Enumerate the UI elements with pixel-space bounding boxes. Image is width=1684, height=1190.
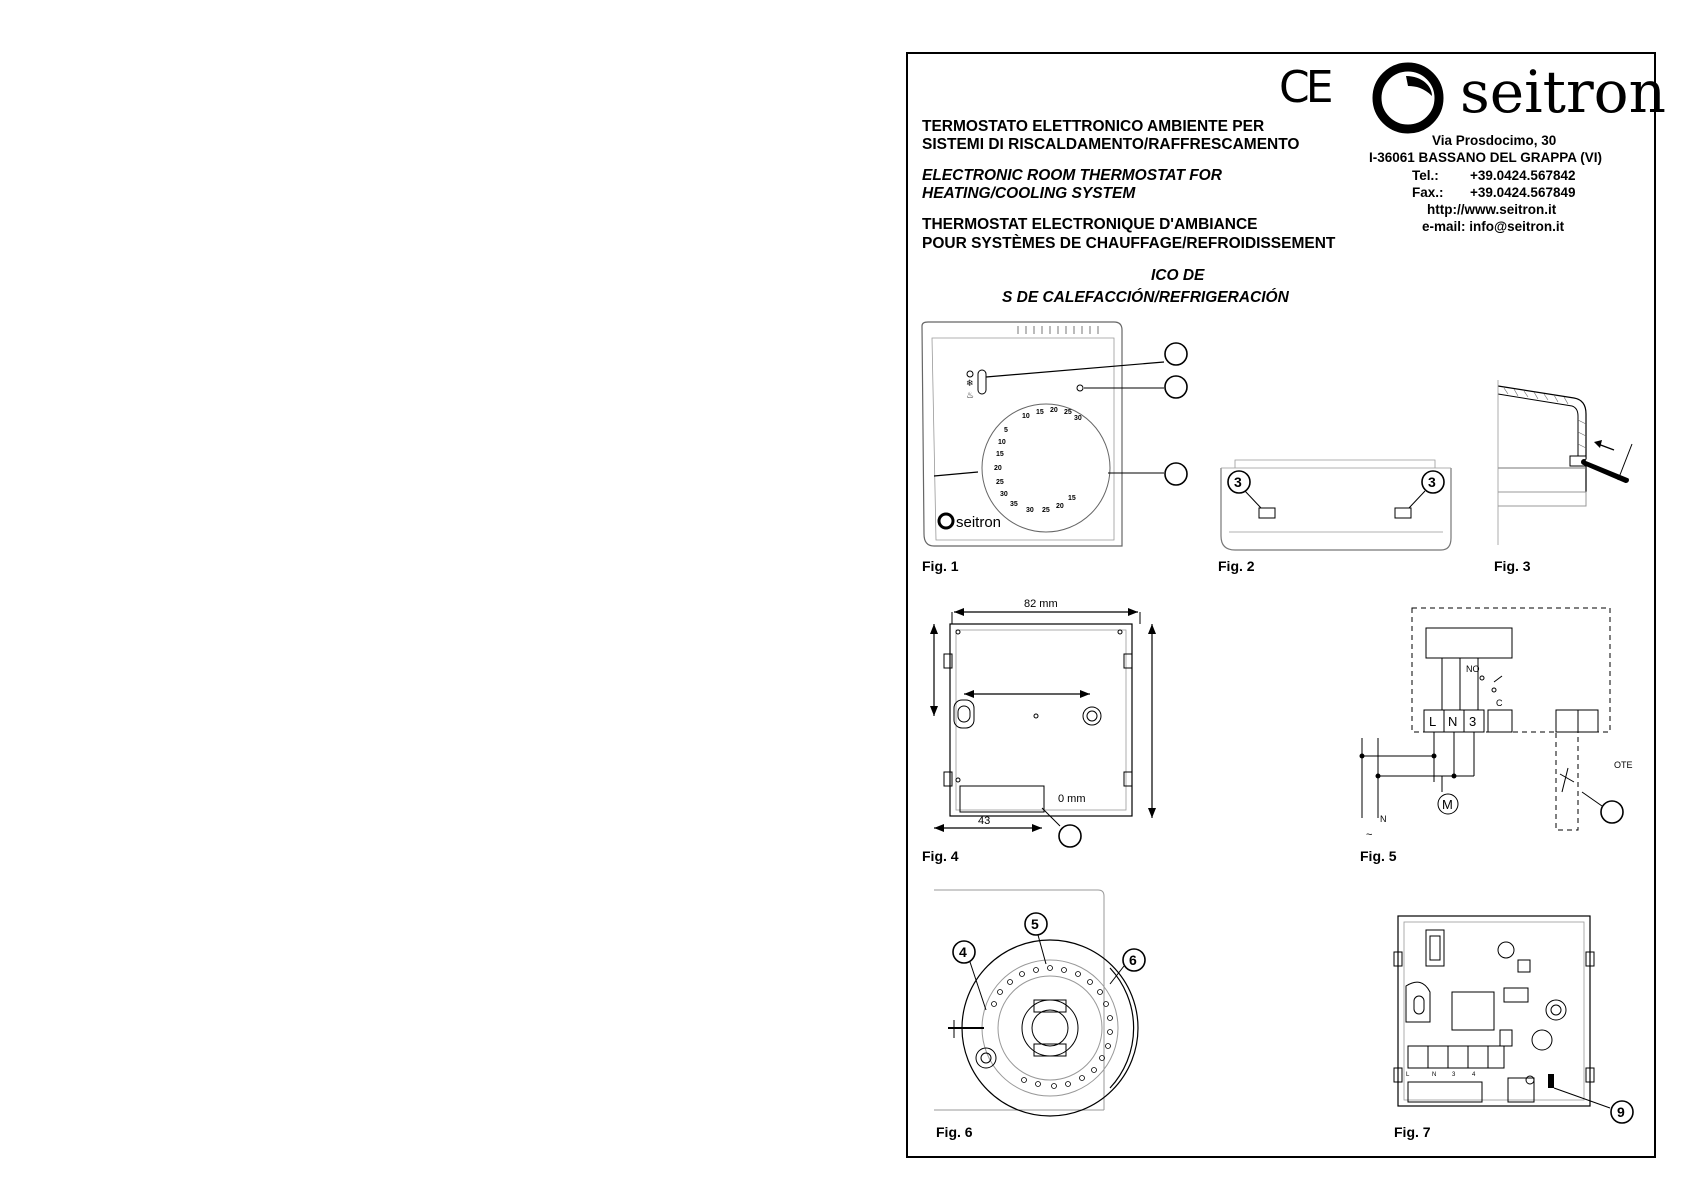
fig1-logo: seitron: [956, 514, 1001, 531]
svg-text:30: 30: [1026, 507, 1034, 514]
fig5-terminal-l: L: [1429, 714, 1436, 729]
fig3-caption: Fig. 3: [1494, 558, 1531, 574]
fig5-c-label: C: [1496, 698, 1503, 708]
fig7-label-n: N: [1432, 1072, 1436, 1078]
fax-number: +39.0424.567849: [1470, 185, 1576, 200]
fig7-label-4: 4: [1472, 1072, 1476, 1078]
title-it-2: SISTEMI DI RISCALDAMENTO/RAFFRESCAMENTO: [922, 136, 1300, 153]
title-en-2: HEATING/COOLING SYSTEM: [922, 185, 1136, 202]
svg-text:15: 15: [1068, 495, 1076, 502]
svg-text:25: 25: [1064, 409, 1072, 416]
svg-text:10: 10: [998, 439, 1006, 446]
email: e-mail: info@seitron.it: [1422, 219, 1565, 234]
svg-text:30: 30: [1074, 415, 1082, 422]
title-fr-1: THERMOSTAT ELECTRONIQUE D'AMBIANCE: [922, 216, 1258, 233]
svg-text:35: 35: [1010, 501, 1018, 508]
fig3-side-section: [1497, 380, 1633, 545]
fig2-caption: Fig. 2: [1218, 558, 1255, 574]
fig6-callout-6: 6: [1129, 952, 1137, 968]
fig5-n-label: N: [1380, 814, 1387, 824]
svg-text:20: 20: [1056, 503, 1064, 510]
fig7-pcb: L N 3 4 9: [1393, 915, 1634, 1124]
fig5-terminal-3: 3: [1469, 714, 1476, 729]
fig5-no-label: NO: [1466, 664, 1480, 674]
fig5-motor: M: [1442, 797, 1453, 812]
fig5-wiring-diagram: NO C L N 3 M N ~ OTE: [1359, 607, 1633, 841]
title-it-1: TERMOSTATO ELETTRONICO AMBIENTE PER: [922, 118, 1265, 135]
address-city: I-36061 BASSANO DEL GRAPPA (VI): [1369, 150, 1603, 165]
tel-label: Tel.:: [1412, 168, 1439, 183]
fig6-dial-detail: 4 5 6: [934, 889, 1146, 1117]
fig6-callout-4: 4: [959, 944, 967, 960]
title-en-1: ELECTRONIC ROOM THERMOSTAT FOR: [922, 167, 1222, 184]
website: http://www.seitron.it: [1427, 202, 1557, 217]
fig6-caption: Fig. 6: [936, 1124, 973, 1140]
svg-text:20: 20: [994, 465, 1002, 472]
svg-text:5: 5: [1004, 427, 1008, 434]
fig5-terminal-n: N: [1448, 714, 1457, 729]
tel-number: +39.0424.567842: [1470, 168, 1576, 183]
fig4-dim-top: 82 mm: [1024, 598, 1058, 610]
fig1-caption: Fig. 1: [922, 558, 959, 574]
fig2-callout-left: 3: [1234, 474, 1242, 490]
svg-text:25: 25: [996, 479, 1004, 486]
fig7-caption: Fig. 7: [1394, 1124, 1431, 1140]
fig2-callout-right: 3: [1428, 474, 1436, 490]
fig4-caption: Fig. 4: [922, 848, 959, 864]
fig5-ote-label: OTE: [1614, 760, 1633, 770]
fig4-dim-bottom: 43: [978, 815, 990, 827]
title-es-2: S DE CALEFACCIÓN/REFRIGERACIÓN: [1002, 289, 1289, 306]
ce-mark: CE: [1279, 62, 1333, 113]
fig6-callout-5: 5: [1031, 916, 1039, 932]
fig5-tilde: ~: [1366, 829, 1372, 841]
fig2-bottom-view: 3 3: [1220, 459, 1452, 551]
svg-text:15: 15: [996, 451, 1004, 458]
address-street: Via Prosdocimo, 30: [1432, 133, 1557, 148]
fig4-back-plate: 82 mm 0 mm 43: [930, 598, 1156, 848]
fig5-caption: Fig. 5: [1360, 848, 1397, 864]
svg-text:15: 15: [1036, 409, 1044, 416]
fig7-label-l: L: [1406, 1072, 1410, 1078]
fig4-dim-inner: 0 mm: [1058, 793, 1086, 805]
seitron-logo-icon: [1372, 62, 1444, 134]
title-es-1: ICO DE: [1151, 267, 1205, 284]
brand-name: seitron: [1460, 58, 1666, 126]
svg-text:20: 20: [1050, 407, 1058, 414]
svg-text:30: 30: [1000, 491, 1008, 498]
fig7-label-3: 3: [1452, 1072, 1456, 1078]
fig7-callout-9: 9: [1617, 1104, 1625, 1120]
fax-label: Fax.:: [1412, 185, 1444, 200]
svg-text:♨: ♨: [966, 390, 974, 400]
svg-text:25: 25: [1042, 507, 1050, 514]
title-fr-2: POUR SYSTÈMES DE CHAUFFAGE/REFROIDISSEME…: [922, 235, 1336, 252]
svg-text:❄: ❄: [966, 378, 974, 388]
svg-text:10: 10: [1022, 413, 1030, 420]
